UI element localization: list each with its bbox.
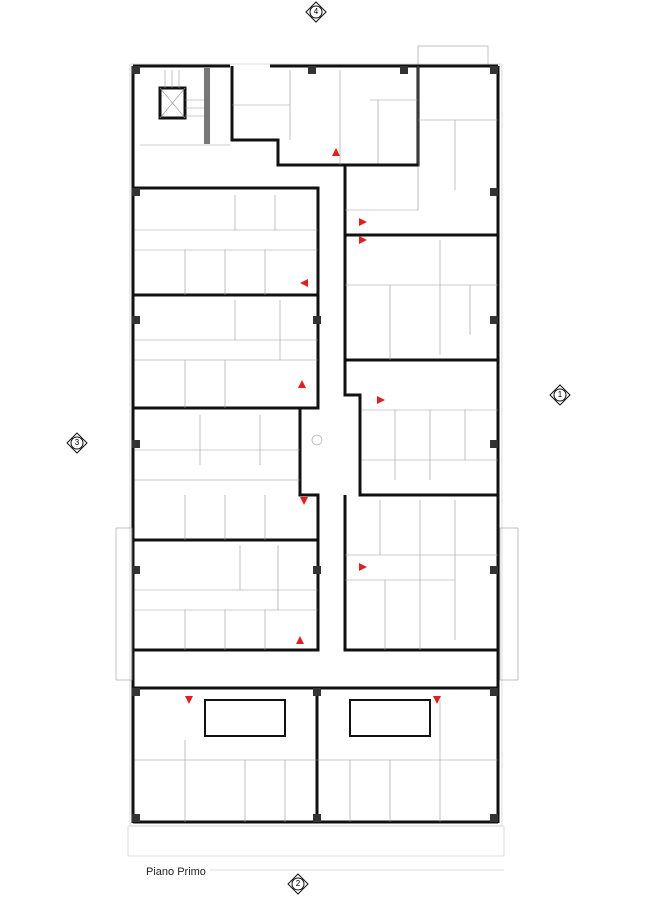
right-units — [343, 163, 498, 652]
section-marker-2: 2 — [287, 873, 309, 895]
svg-text:2: 2 — [296, 879, 301, 888]
section-marker-3: 3 — [66, 432, 88, 454]
section-marker-4: 4 — [305, 1, 327, 23]
exit-arrows — [185, 148, 441, 704]
section-marker-1: 1 — [549, 384, 571, 406]
svg-text:1: 1 — [558, 390, 563, 399]
south-units — [133, 686, 498, 822]
plan-title: Piano Primo — [146, 866, 206, 878]
columns — [132, 66, 498, 822]
left-units — [133, 186, 320, 652]
svg-text:4: 4 — [314, 7, 319, 16]
balcony — [417, 45, 489, 67]
dimension-frame — [127, 825, 505, 857]
side-stairs — [115, 527, 519, 681]
stairwell — [140, 68, 230, 146]
corridor-fixture — [311, 434, 323, 446]
svg-text:3: 3 — [75, 438, 80, 447]
north-unit — [230, 66, 420, 167]
